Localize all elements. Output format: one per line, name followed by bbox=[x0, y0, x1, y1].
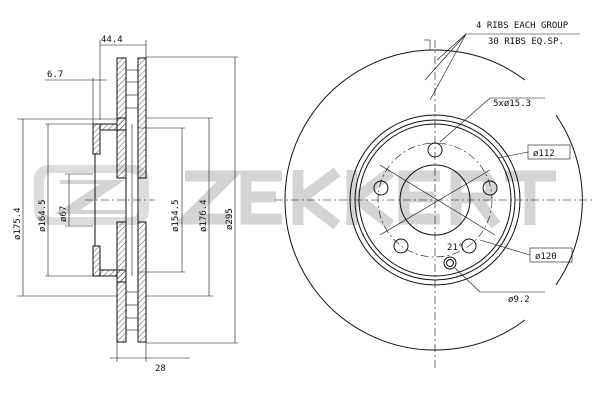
dim-44-4: 44.4 bbox=[101, 35, 123, 45]
dim-67: ø67 bbox=[59, 206, 69, 222]
dim-6-7: 6.7 bbox=[47, 70, 63, 80]
side-view bbox=[17, 40, 238, 362]
bolt-holes-label: 5xø15.3 bbox=[493, 99, 531, 109]
ribs-note-line2: 30 RIBS EQ.SP. bbox=[488, 37, 564, 47]
angle-label: 21° bbox=[447, 243, 463, 253]
dim-28: 28 bbox=[155, 364, 166, 374]
dim-175-4: ø175.4 bbox=[13, 207, 23, 240]
watermark-logo bbox=[34, 165, 556, 230]
small-hole-label: ø9.2 bbox=[508, 295, 530, 305]
pcd-label: ø112 bbox=[533, 149, 555, 159]
dim-154-5: ø154.5 bbox=[171, 199, 181, 232]
front-view bbox=[275, 33, 595, 370]
hub-diameter-label: ø120 bbox=[535, 252, 557, 262]
dim-176-4: ø176.4 bbox=[199, 199, 209, 232]
dim-164-5: ø164.5 bbox=[38, 199, 48, 232]
ribs-note-line1: 4 RIBS EACH GROUP bbox=[476, 21, 569, 31]
watermark-brand-letters bbox=[173, 167, 556, 230]
dim-295: ø295 bbox=[225, 208, 235, 230]
